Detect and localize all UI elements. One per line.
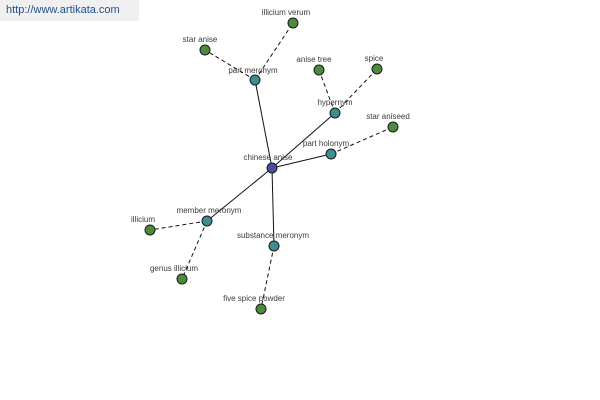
- node-label-hypernym: hypernym: [317, 98, 352, 107]
- node-label-anise-tree: anise tree: [296, 55, 332, 64]
- site-url-link[interactable]: http://www.artikata.com: [0, 0, 139, 21]
- node-substance-meronym[interactable]: [268, 240, 280, 252]
- node-member-meronym[interactable]: [201, 215, 213, 227]
- edge-part-holonym-to-star-aniseed: [330, 126, 394, 155]
- node-star-aniseed[interactable]: [387, 121, 399, 133]
- node-label-member-meronym: member meronym: [177, 206, 242, 215]
- node-part-meronym[interactable]: [249, 74, 261, 86]
- node-label-genus-illicium: genus illicium: [150, 264, 198, 273]
- node-hypernym[interactable]: [329, 107, 341, 119]
- node-label-illicium-verum: illicium verum: [262, 8, 311, 17]
- graph-labels: chinese anise part meronym hypernym part ho…: [131, 8, 410, 303]
- node-label-illicium: illicium: [131, 215, 155, 224]
- node-label-spice: spice: [365, 54, 384, 63]
- node-star-anise[interactable]: [199, 44, 211, 56]
- edge-part-meronym-to-star-anise: [204, 49, 256, 81]
- node-label-five-spice-powder: five spice powder: [223, 294, 285, 303]
- edge-center-to-part-meronym: [254, 79, 273, 169]
- node-spice[interactable]: [371, 63, 383, 75]
- edge-hypernym-to-anise-tree: [318, 69, 336, 114]
- graph-edges: [149, 22, 394, 310]
- node-label-part-holonym: part holonym: [303, 139, 350, 148]
- node-five-spice-powder[interactable]: [255, 303, 267, 315]
- node-label-star-aniseed: star aniseed: [366, 112, 410, 121]
- edge-center-to-hypernym: [271, 112, 336, 169]
- node-center[interactable]: [266, 162, 278, 174]
- node-label-star-anise: star anise: [183, 35, 218, 44]
- node-label-center: chinese anise: [244, 153, 293, 162]
- edge-center-to-substance-meronym: [271, 167, 275, 247]
- edge-center-to-member-meronym: [206, 167, 273, 222]
- node-illicium[interactable]: [144, 224, 156, 236]
- node-anise-tree[interactable]: [313, 64, 325, 76]
- node-illicium-verum[interactable]: [287, 17, 299, 29]
- graph-nodes: [144, 17, 399, 315]
- edge-hypernym-to-spice: [334, 68, 378, 114]
- edge-part-meronym-to-illicium-verum: [254, 22, 294, 81]
- node-label-part-meronym: part meronym: [228, 66, 278, 75]
- node-genus-illicium[interactable]: [176, 273, 188, 285]
- edge-member-meronym-to-illicium: [149, 220, 208, 231]
- edge-member-meronym-to-genus-illicium: [181, 220, 208, 280]
- edge-center-to-part-holonym: [271, 153, 332, 169]
- edge-substance-meronym-to-five-spice-powder: [260, 245, 275, 310]
- node-part-holonym[interactable]: [325, 148, 337, 160]
- node-label-substance-meronym: substance meronym: [237, 231, 309, 240]
